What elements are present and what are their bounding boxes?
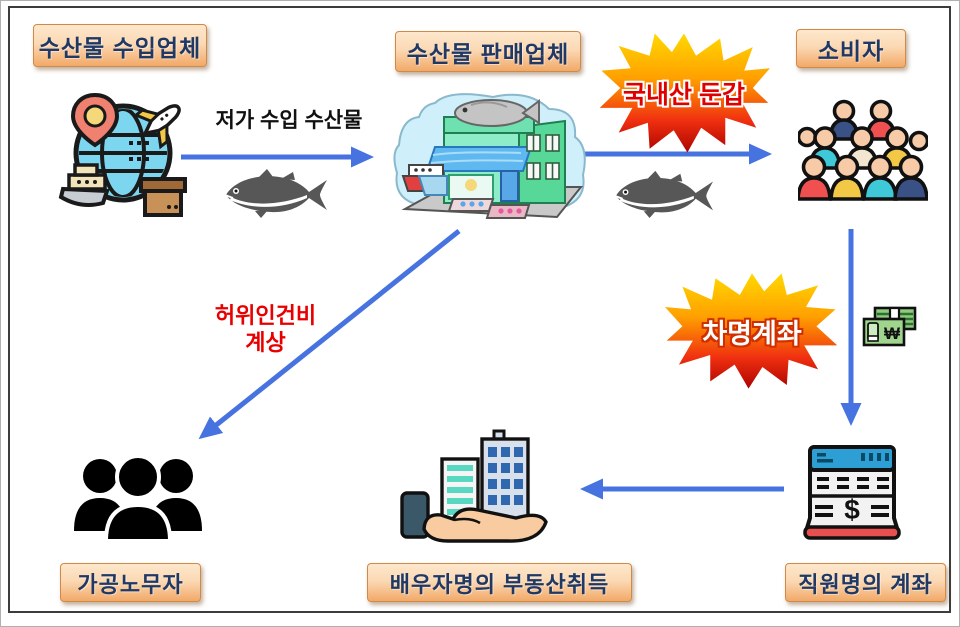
fake-labor-cost-line2: 계상 [245, 330, 286, 355]
dollar-symbol: $ [844, 494, 860, 525]
fake-labor-cost-text: 허위인건비 계상 [183, 302, 348, 356]
borrowed-account-text: 차명계좌 [702, 318, 802, 349]
node-consumer-label: 소비자 [796, 29, 906, 68]
store-roof-fish [454, 99, 540, 127]
account-register-icon: $ [803, 445, 901, 540]
global-import-icon [58, 92, 187, 217]
hand-holding-buildings-icon [400, 429, 548, 543]
node-spouse-realestate-label: 배우자명의 부동산취득 [367, 563, 632, 602]
won-symbol: ₩ [884, 324, 901, 343]
node-employee-account-label: 직원명의 계좌 [785, 563, 946, 602]
domestic-disguise-starburst: 국내산 둔갑 [598, 31, 770, 155]
buildings [440, 429, 530, 528]
fake-laborers-icon [74, 454, 202, 543]
location-pin-icon [70, 92, 120, 148]
sleeve [400, 491, 430, 539]
package-box-icon [139, 177, 187, 217]
import-flow-text: 저가 수입 수산물 [215, 109, 363, 132]
consumers-crowd-icon [798, 99, 928, 201]
borrowed-account-starburst: 차명계좌 [665, 271, 839, 391]
open-hand [422, 507, 548, 543]
tuna-fish-icon [614, 170, 714, 219]
store-awning [425, 146, 533, 172]
store-boat [401, 164, 449, 196]
fish-store-icon [393, 93, 586, 219]
store-side-windows [526, 134, 560, 180]
node-importer-label: 수산물 수입업체 [33, 24, 207, 67]
money-bills-icon: ₩ [862, 306, 917, 347]
domestic-disguise-text: 국내산 둔갑 [623, 81, 745, 109]
fish-display-stands [447, 198, 531, 219]
tuna-fish-icon [224, 169, 327, 218]
fake-labor-cost-line1: 허위인건비 [214, 303, 317, 328]
cargo-ship-icon [58, 163, 110, 207]
node-seller-label: 수산물 판매업체 [395, 31, 581, 72]
airplane-icon [133, 104, 181, 150]
node-fake-laborer-label: 가공노무자 [60, 563, 201, 602]
